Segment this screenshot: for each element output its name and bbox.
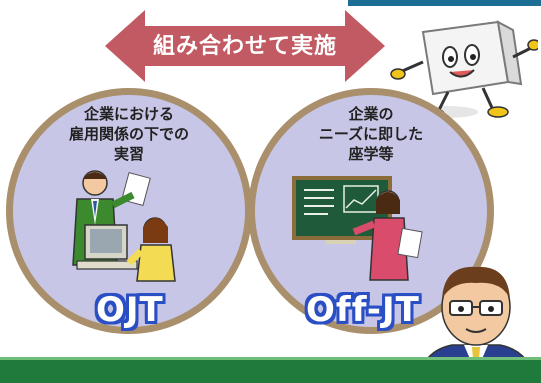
ojt-caption: 企業における 雇用関係の下での 実習	[68, 105, 189, 163]
offjt-caption: 企業の ニーズに即した 座学等	[318, 105, 424, 163]
footer-bar	[0, 357, 541, 383]
worker-computer-icon	[72, 170, 176, 282]
top-bar	[348, 0, 541, 6]
double-arrow	[105, 10, 385, 82]
offjt-badge: Off-JT	[306, 290, 420, 330]
mascot-icon	[390, 20, 538, 120]
ojt-badge: OJT	[96, 290, 164, 330]
teacher-blackboard-icon	[292, 176, 423, 281]
ojt-circle	[6, 88, 252, 334]
arrow-label: 組み合わせて実施	[152, 34, 337, 59]
